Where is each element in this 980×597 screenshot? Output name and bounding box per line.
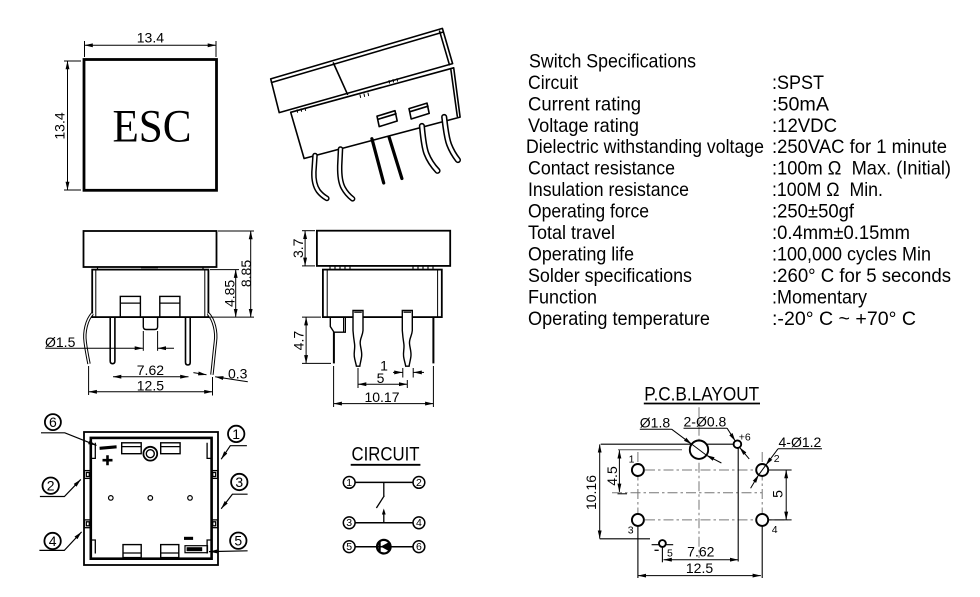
svg-text:8.85: 8.85	[238, 260, 254, 287]
svg-text:ESC: ESC	[113, 101, 192, 153]
svg-text:3: 3	[235, 474, 243, 490]
svg-text:5: 5	[770, 490, 786, 498]
svg-text::SPST: :SPST	[772, 72, 824, 94]
svg-text:CIRCUIT: CIRCUIT	[352, 445, 420, 466]
svg-text:1: 1	[629, 454, 635, 466]
svg-text:10.16: 10.16	[583, 475, 599, 510]
svg-text::100,000 cycles Min: :100,000 cycles Min	[772, 244, 931, 266]
svg-text::-20° C ~ +70° C: :-20° C ~ +70° C	[772, 308, 916, 330]
svg-text:3: 3	[346, 517, 352, 529]
svg-text::100m Ω Max. (Initial): :100m Ω Max. (Initial)	[772, 158, 951, 180]
svg-text:6: 6	[416, 541, 422, 553]
svg-text:P.C.B.LAYOUT: P.C.B.LAYOUT	[644, 385, 759, 406]
svg-text:Ø1.5: Ø1.5	[45, 334, 76, 350]
svg-text:12.5: 12.5	[686, 560, 713, 576]
svg-text:6: 6	[49, 414, 57, 430]
svg-text:Ø1.8: Ø1.8	[640, 415, 671, 431]
svg-text:4: 4	[416, 517, 422, 529]
svg-text:4.5: 4.5	[604, 466, 620, 486]
svg-text:Insulation resistance: Insulation resistance	[528, 179, 689, 201]
svg-text:5: 5	[377, 370, 385, 386]
svg-text:4: 4	[772, 524, 778, 536]
svg-text:7.62: 7.62	[687, 544, 714, 560]
svg-text::50mA: :50mA	[772, 93, 829, 115]
svg-text:Contact resistance: Contact resistance	[528, 158, 675, 180]
svg-text:4.85: 4.85	[222, 280, 238, 307]
svg-text:5: 5	[667, 547, 673, 559]
svg-text:1: 1	[380, 358, 388, 374]
svg-text:0.3: 0.3	[228, 366, 248, 382]
svg-text:+6: +6	[739, 431, 751, 443]
svg-text:13.4: 13.4	[137, 30, 164, 46]
svg-text:2-Ø0.8: 2-Ø0.8	[684, 414, 727, 430]
svg-text::100M Ω Min.: :100M Ω Min.	[772, 179, 883, 201]
svg-text:4.7: 4.7	[291, 331, 307, 351]
svg-text:Operating force: Operating force	[528, 201, 649, 223]
svg-text::260° C for 5 seconds: :260° C for 5 seconds	[772, 265, 951, 287]
svg-text:2: 2	[47, 478, 55, 494]
svg-text:7.62: 7.62	[137, 362, 164, 378]
svg-text:Function: Function	[528, 286, 597, 308]
svg-text:13.4: 13.4	[52, 112, 68, 139]
svg-text:4: 4	[49, 533, 57, 549]
svg-text:2: 2	[774, 453, 780, 465]
svg-text:Operating life: Operating life	[528, 244, 634, 266]
svg-text:5: 5	[234, 533, 242, 549]
svg-text:3.7: 3.7	[290, 238, 306, 258]
svg-text::Momentary: :Momentary	[772, 286, 867, 308]
svg-text:10.17: 10.17	[364, 389, 399, 405]
svg-text:2: 2	[416, 477, 422, 489]
svg-text:Dielectric withstanding voltag: Dielectric withstanding voltage	[526, 136, 764, 158]
svg-text::250±50gf: :250±50gf	[772, 201, 855, 223]
svg-text:Circuit: Circuit	[528, 72, 579, 94]
svg-text:Operating temperature: Operating temperature	[528, 308, 710, 330]
svg-text::250VAC for 1 minute: :250VAC for 1 minute	[772, 136, 947, 158]
svg-text:1: 1	[232, 426, 240, 442]
svg-text:Total travel: Total travel	[528, 222, 615, 244]
svg-text::12VDC: :12VDC	[772, 115, 837, 137]
svg-text:1: 1	[346, 477, 352, 489]
svg-text:Current rating: Current rating	[528, 93, 641, 115]
svg-text::0.4mm±0.15mm: :0.4mm±0.15mm	[772, 222, 910, 244]
svg-text:Voltage rating: Voltage rating	[528, 115, 639, 137]
svg-text:Solder specifications: Solder specifications	[528, 265, 692, 287]
svg-text:4-Ø1.2: 4-Ø1.2	[779, 434, 822, 450]
svg-text:3: 3	[628, 525, 634, 537]
svg-text:12.5: 12.5	[137, 377, 164, 393]
svg-text:Switch Specifications: Switch Specifications	[529, 50, 696, 72]
svg-text:5: 5	[346, 541, 352, 553]
